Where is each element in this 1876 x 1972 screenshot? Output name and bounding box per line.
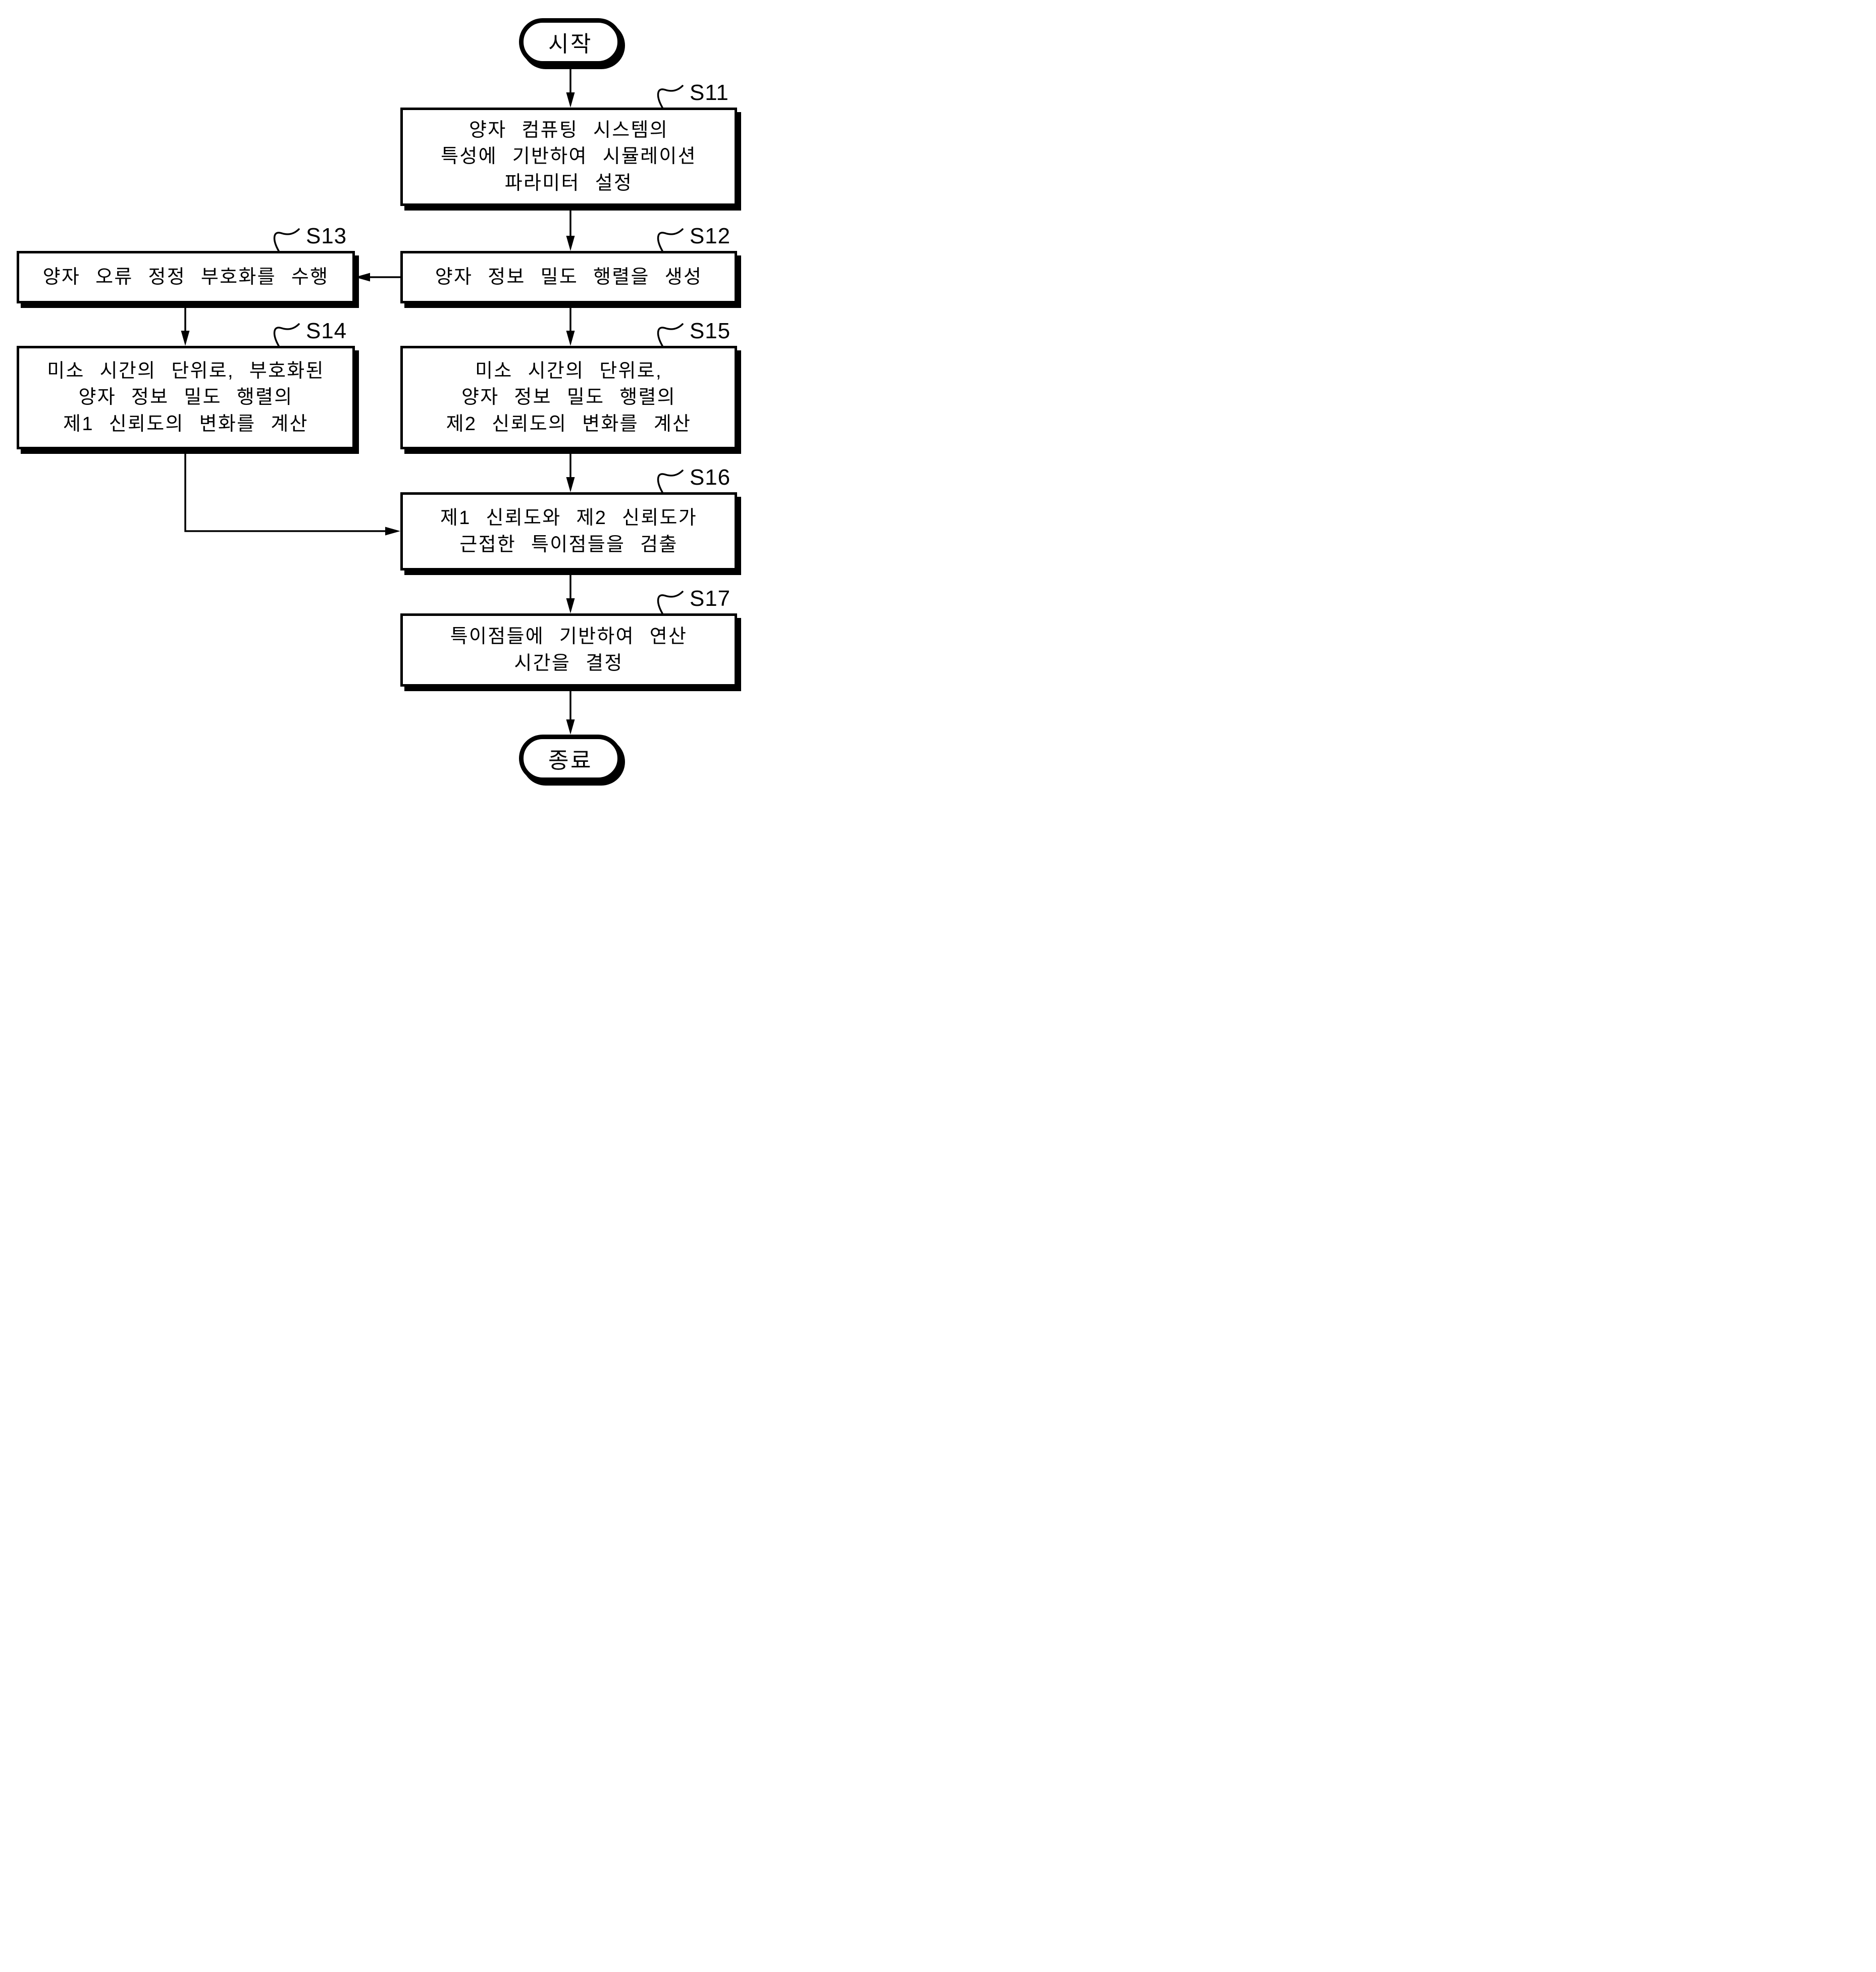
step-text-line: 시간을 결정 bbox=[514, 652, 623, 674]
step-text-line: 양자 정보 밀도 행렬을 생성 bbox=[435, 266, 703, 288]
step-text-line: 특이점들에 기반하여 연산 bbox=[450, 626, 688, 648]
step-box-s12: 양자 정보 밀도 행렬을 생성 bbox=[400, 251, 737, 303]
ref-squiggle-s13 bbox=[273, 228, 300, 252]
step-label-s16: S16 bbox=[690, 465, 731, 490]
step-text-line: 파라미터 설정 bbox=[504, 172, 633, 194]
step-box-s17: 특이점들에 기반하여 연산 시간을 결정 bbox=[400, 613, 737, 687]
ref-squiggle-s14 bbox=[273, 323, 300, 347]
ref-squiggle-s12 bbox=[657, 228, 684, 252]
step-label-s11: S11 bbox=[690, 80, 729, 105]
step-box-s13: 양자 오류 정정 부호화를 수행 bbox=[17, 251, 355, 303]
step-text-line: 양자 정보 밀도 행렬의 bbox=[461, 387, 676, 408]
end-terminal: 종료 bbox=[519, 735, 622, 782]
start-terminal: 시작 bbox=[519, 18, 622, 66]
arrowhead-s12-to-s13 bbox=[355, 273, 370, 282]
step-label-s14: S14 bbox=[306, 319, 347, 343]
arrowhead-s13-to-s14 bbox=[181, 331, 190, 346]
step-text-line: 제1 신뢰도와 제2 신뢰도가 bbox=[440, 507, 698, 529]
end-terminal-label: 종료 bbox=[548, 748, 593, 773]
step-text-line: 미소 시간의 단위로, 부호화된 bbox=[47, 360, 325, 382]
arrowhead-s12-to-s15 bbox=[566, 331, 575, 346]
step-text-line: 양자 오류 정정 부호화를 수행 bbox=[42, 266, 329, 288]
ref-squiggle-s15 bbox=[657, 323, 684, 347]
ref-squiggle-s16 bbox=[657, 470, 684, 493]
step-text-line: 제1 신뢰도의 변화를 계산 bbox=[63, 413, 308, 435]
step-box-s15: 미소 시간의 단위로, 양자 정보 밀도 행렬의 제2 신뢰도의 변화를 계산 bbox=[400, 346, 737, 449]
ref-squiggle-s11 bbox=[657, 85, 684, 109]
step-box-s14: 미소 시간의 단위로, 부호화된 양자 정보 밀도 행렬의 제1 신뢰도의 변화… bbox=[17, 346, 355, 449]
step-text-line: 양자 정보 밀도 행렬의 bbox=[78, 387, 293, 408]
arrowhead-s16-to-s17 bbox=[566, 598, 575, 613]
step-text-line: 특성에 기반하여 시뮬레이션 bbox=[441, 146, 697, 168]
flowchart-canvas: 시작 양자 컴퓨팅 시스템의 특성에 기반하여 시뮬레이션 파라미터 설정 S1… bbox=[0, 0, 757, 796]
arrowhead-s14-to-s16 bbox=[385, 527, 400, 536]
step-label-s15: S15 bbox=[690, 319, 731, 343]
step-text-line: 제2 신뢰도의 변화를 계산 bbox=[446, 413, 692, 435]
arrowhead-s11-to-s12 bbox=[566, 236, 575, 251]
step-label-s13: S13 bbox=[306, 224, 347, 248]
step-label-s12: S12 bbox=[690, 224, 731, 248]
step-text-line: 근접한 특이점들을 검출 bbox=[459, 534, 678, 555]
arrowhead-s17-to-end bbox=[566, 719, 575, 735]
step-box-s16: 제1 신뢰도와 제2 신뢰도가 근접한 특이점들을 검출 bbox=[400, 492, 737, 570]
step-box-s11: 양자 컴퓨팅 시스템의 특성에 기반하여 시뮬레이션 파라미터 설정 bbox=[400, 108, 737, 206]
arrowhead-start-to-s11 bbox=[566, 92, 575, 108]
step-label-s17: S17 bbox=[690, 586, 731, 611]
ref-squiggle-s17 bbox=[657, 591, 684, 614]
start-terminal-label: 시작 bbox=[548, 32, 593, 57]
arrowhead-s15-to-s16 bbox=[566, 477, 575, 492]
step-text-line: 양자 컴퓨팅 시스템의 bbox=[468, 119, 669, 141]
arrow-s14-to-s16-elbow bbox=[184, 449, 388, 532]
step-text-line: 미소 시간의 단위로, bbox=[475, 360, 662, 382]
